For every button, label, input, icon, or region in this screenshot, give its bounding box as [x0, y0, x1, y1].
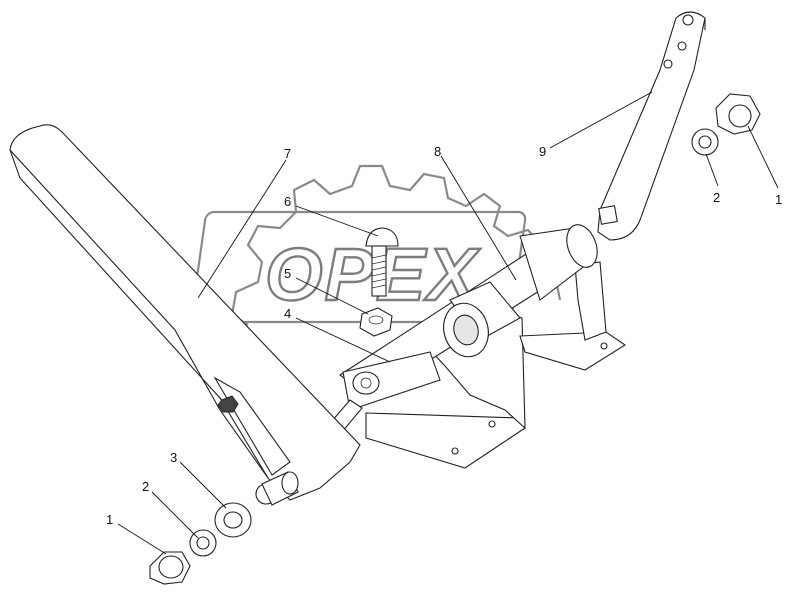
bolt-head [365, 227, 399, 247]
pedal-arm-7 [9, 124, 361, 501]
leader-1-right [747, 125, 779, 189]
nut-5-body [359, 307, 393, 337]
lever-body [597, 11, 706, 241]
shaft-collar-hole [360, 377, 372, 389]
lock-washer-2-right [691, 128, 719, 156]
pedal-arm-edge [9, 149, 269, 479]
leader-6 [295, 205, 379, 237]
lever-square-boss [598, 205, 618, 225]
bracket-rear-upright [574, 261, 607, 341]
rear-fastener-stack [691, 93, 761, 156]
callout-5: 5 [284, 266, 291, 281]
lock-washer-2-left-hole [196, 536, 210, 550]
bolt-6 [365, 227, 399, 297]
callout-2-left: 2 [142, 479, 149, 494]
shaft-end-face [566, 224, 598, 268]
lever-hole [682, 14, 694, 26]
nut-1-left-face [158, 555, 184, 579]
callout-4: 4 [284, 306, 291, 321]
leader-4 [295, 317, 391, 363]
callout-3: 3 [170, 450, 177, 465]
leader-1-left [117, 523, 167, 555]
leader-3 [179, 461, 227, 509]
leader-lines [117, 91, 779, 555]
callout-7: 7 [284, 146, 291, 161]
shaft-lower-section [342, 351, 441, 411]
callout-1-left: 1 [106, 512, 113, 527]
leader-9 [549, 91, 653, 149]
nut-5-hole [368, 315, 384, 325]
callout-2-right: 2 [713, 190, 720, 205]
bushing-bore [453, 314, 479, 346]
pedal-stop-nut [217, 395, 239, 413]
nut-1-right-face [728, 104, 752, 128]
leader-8 [440, 155, 517, 281]
bushing [443, 281, 521, 358]
nut-5 [359, 307, 393, 337]
bracket-hole [600, 342, 608, 350]
lever-hole [663, 59, 673, 69]
leader-2-right [705, 153, 719, 187]
leader-5 [295, 277, 369, 315]
callout-9: 9 [539, 144, 546, 159]
pedal-pin-tip [281, 471, 299, 495]
washer-3 [214, 502, 252, 538]
lever-9 [597, 11, 706, 241]
lever-hole [677, 41, 687, 51]
shaft-collar [352, 371, 380, 395]
callout-8: 8 [434, 144, 441, 159]
bolt-thread [371, 254, 387, 289]
bracket-hole [451, 447, 459, 455]
leader-2-left [151, 491, 199, 539]
bracket-rear-base [519, 331, 627, 371]
nut-1-left [149, 551, 191, 585]
callout-1-right: 1 [775, 192, 782, 207]
callout-labels: 1 2 3 4 5 6 7 8 9 2 1 [106, 144, 782, 527]
lock-washer-2-right-hole [698, 135, 712, 149]
washer-3-hole [223, 511, 243, 529]
leader-7 [197, 159, 287, 299]
pedal-arm-body [9, 124, 361, 501]
front-fastener-stack [149, 471, 299, 585]
nut-1-right [715, 93, 761, 135]
bracket-hole [488, 420, 496, 428]
bolt-shank [371, 245, 387, 297]
callout-6: 6 [284, 194, 291, 209]
watermark-gear-outline [230, 164, 562, 326]
bracket-base-plate [365, 412, 526, 469]
